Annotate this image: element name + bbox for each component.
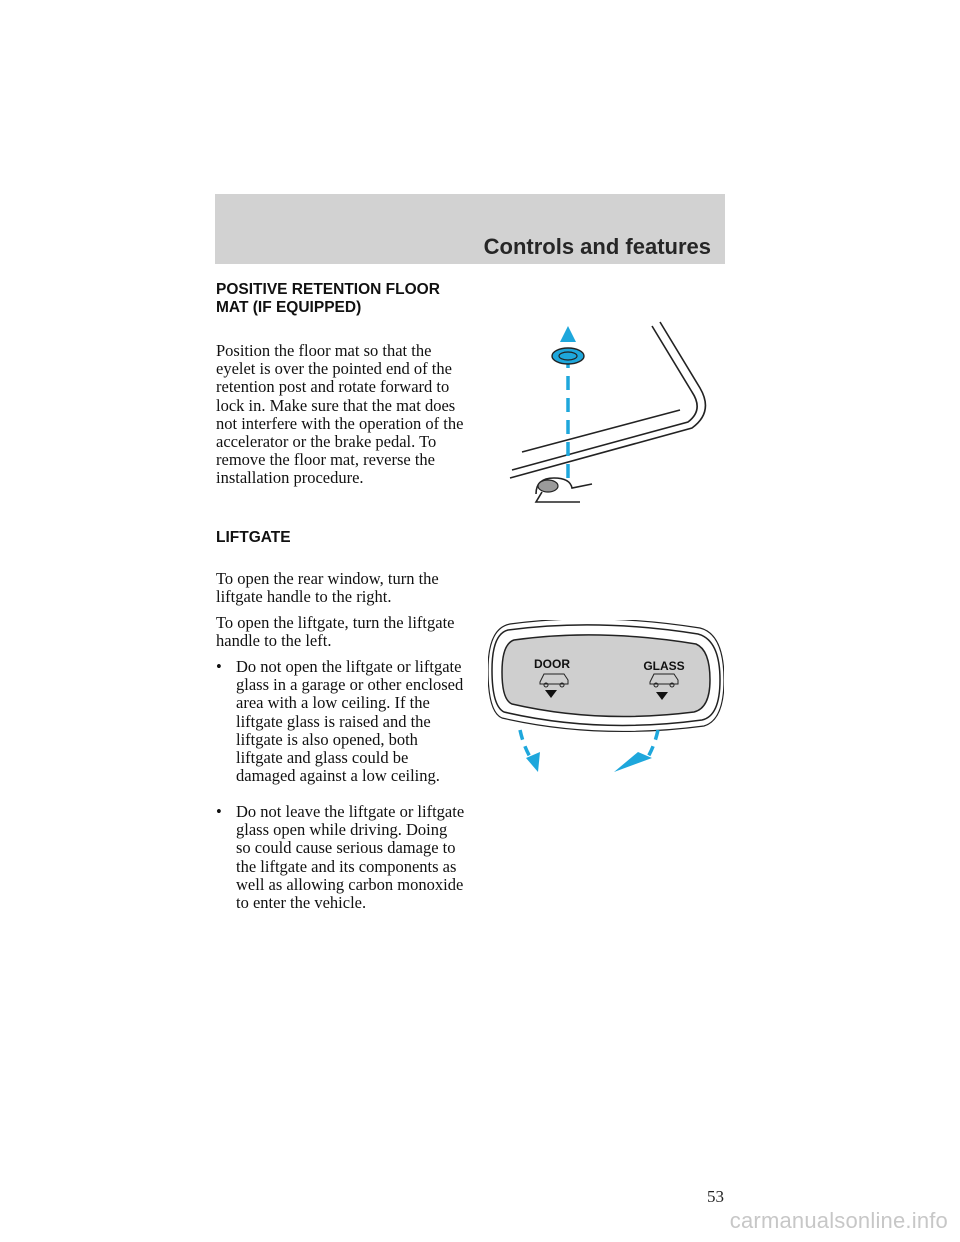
liftgate-heading: LIFTGATE — [216, 529, 291, 546]
section-header-band: Controls and features — [215, 194, 725, 264]
floor-mat-heading-line1: POSITIVE RETENTION FLOOR — [216, 281, 440, 298]
glass-label: GLASS — [643, 659, 684, 673]
door-rotation-arrow — [518, 729, 534, 761]
door-label: DOOR — [534, 657, 570, 671]
floor-mat-heading-line2: MAT (IF EQUIPPED) — [216, 299, 362, 316]
liftgate-para-rear-window: To open the rear window, turn the liftga… — [216, 569, 439, 607]
liftgate-para-liftgate: To open the liftgate, turn the liftgate … — [216, 613, 455, 651]
floor-mat-retention-diagram — [509, 321, 707, 503]
liftgate-handle-diagram: DOOR GLASS — [488, 620, 724, 772]
vehicle-icon — [539, 673, 569, 688]
section-title: Controls and features — [483, 234, 711, 259]
glass-arrow-head-icon — [614, 752, 652, 772]
floor-mat-body: Position the floor mat so that the eyele… — [216, 341, 464, 488]
bullet-text: Do not open the liftgate or liftgate gla… — [236, 657, 464, 786]
handle-body — [501, 634, 711, 718]
bullet-text: Do not leave the liftgate or liftgate gl… — [236, 802, 465, 913]
watermark: carmanualsonline.info — [729, 1208, 948, 1233]
liftgate-bullet-2: • Do not leave the liftgate or liftgate … — [216, 802, 466, 913]
glass-rotation-arrow — [644, 729, 660, 761]
vehicle-icon — [649, 673, 679, 688]
floor-mat-heading: POSITIVE RETENTION FLOOR MAT (IF EQUIPPE… — [216, 281, 440, 317]
door-arrow-head-icon — [526, 752, 540, 772]
bullet-dot: • — [216, 657, 222, 676]
bullet-dot: • — [216, 802, 222, 821]
liftgate-bullet-1: • Do not open the liftgate or liftgate g… — [216, 657, 466, 786]
page-number: 53 — [707, 1187, 724, 1206]
down-arrow-icon — [656, 692, 668, 700]
down-arrow-icon — [545, 690, 557, 698]
mat-eyelet-icon — [551, 347, 585, 365]
up-arrow-icon — [560, 326, 576, 342]
